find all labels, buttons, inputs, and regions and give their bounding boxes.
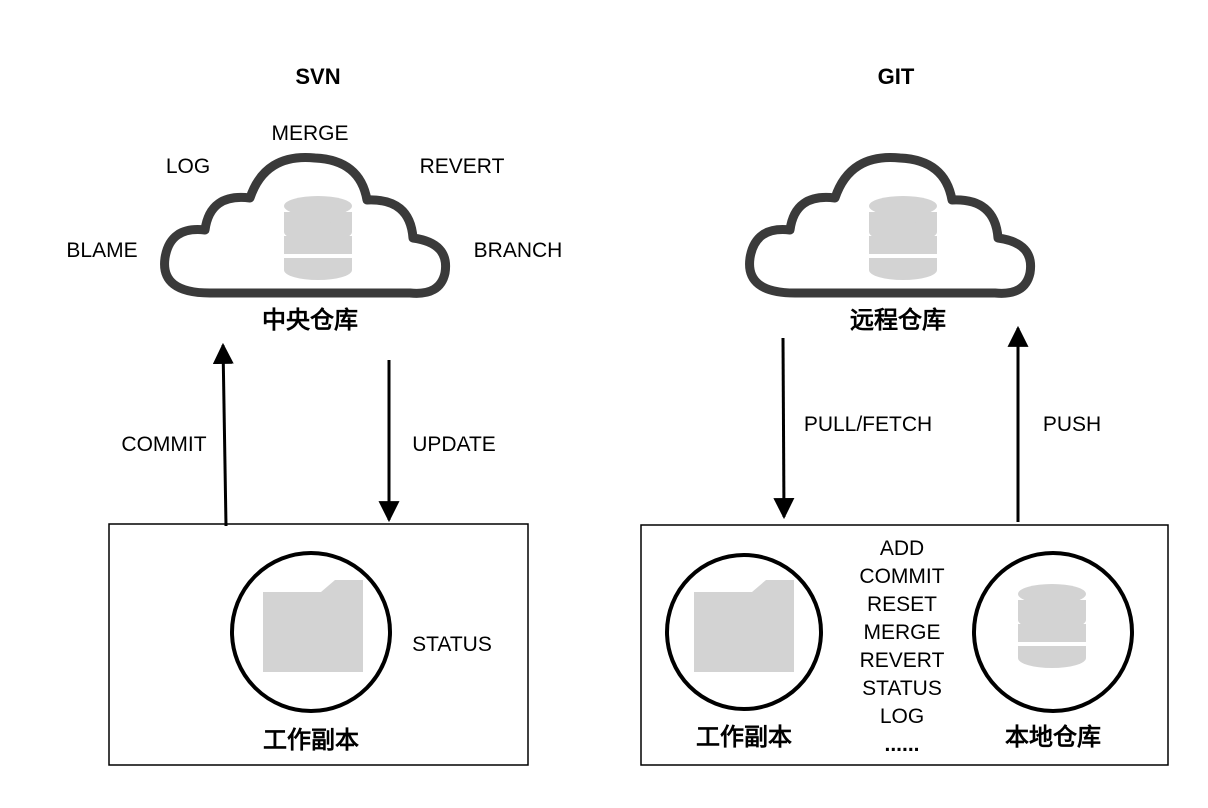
svn-commit-label: COMMIT (121, 433, 206, 456)
git-push-label: PUSH (1043, 413, 1101, 436)
git-command-item: LOG (880, 705, 924, 728)
svn-op-merge: MERGE (271, 122, 348, 145)
git-local-repo-label: 本地仓库 (1005, 723, 1101, 751)
git-title: GIT (878, 64, 915, 89)
svn-op-revert: REVERT (420, 155, 505, 178)
svn-working-copy-label: 工作副本 (263, 726, 359, 754)
svn-status-label: STATUS (412, 633, 492, 656)
git-database-icon (869, 196, 937, 280)
svn-title: SVN (295, 64, 340, 89)
svn-central-repo-label: 中央仓库 (262, 306, 358, 334)
git-remote-repo-label: 远程仓库 (850, 306, 946, 334)
git-command-item: MERGE (863, 621, 940, 644)
git-commands-list: ADD COMMIT RESET MERGE REVERT STATUS LOG… (859, 537, 944, 756)
git-local-database-icon (1018, 584, 1086, 668)
svn-op-blame: BLAME (66, 239, 137, 262)
git-pull-label: PULL/FETCH (804, 413, 932, 436)
git-command-item: RESET (867, 593, 937, 616)
git-local-box (640, 524, 1169, 766)
git-folder-icon (694, 580, 794, 672)
svn-commit-arrow (212, 342, 234, 527)
svn-op-branch: BRANCH (474, 239, 563, 262)
git-command-item: REVERT (860, 649, 945, 672)
svn-working-copy-box (108, 523, 529, 766)
git-pull-arrow (773, 337, 795, 520)
git-command-item: ...... (884, 733, 919, 756)
svn-folder-icon (263, 580, 363, 672)
svn-op-log: LOG (166, 155, 210, 178)
git-command-item: COMMIT (859, 565, 944, 588)
git-command-item: STATUS (862, 677, 942, 700)
git-working-copy-label: 工作副本 (696, 723, 792, 751)
svn-database-icon (284, 196, 352, 280)
git-command-item: ADD (880, 537, 924, 560)
svn-update-label: UPDATE (412, 433, 496, 456)
